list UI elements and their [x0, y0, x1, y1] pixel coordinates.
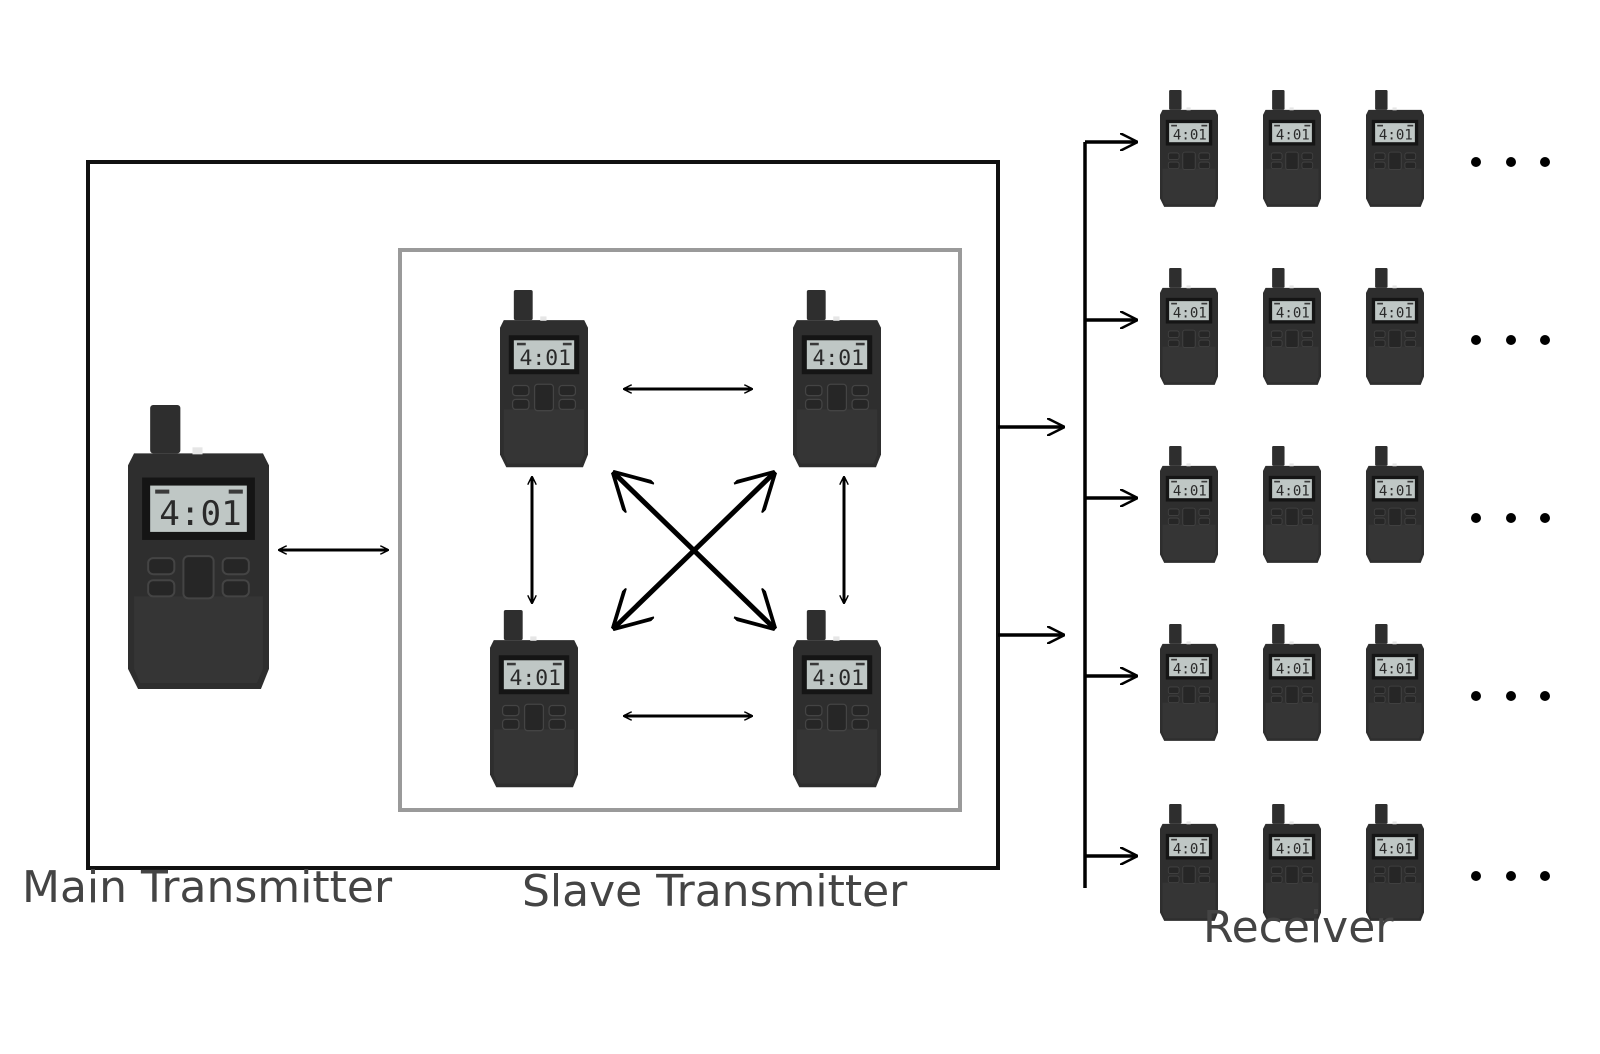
- device-display-text: 4:01: [1173, 305, 1207, 321]
- device-display-text: 4:01: [1379, 841, 1413, 857]
- device-display-text: 4:01: [813, 346, 864, 371]
- receiver-device-icon: 4:01: [1263, 624, 1321, 741]
- ellipsis-icon: [1471, 691, 1550, 701]
- device-display-text: 4:01: [1173, 661, 1207, 677]
- receiver-device-icon: 4:01: [1263, 90, 1321, 207]
- device-display-text: 4:01: [159, 494, 241, 534]
- device-display-text: 4:01: [1379, 127, 1413, 143]
- receiver-device-icon: 4:01: [1160, 90, 1218, 207]
- device-display-text: 4:01: [1379, 305, 1413, 321]
- slave-transmitter-frame: [398, 248, 962, 812]
- receiver-device-icon: 4:01: [1366, 804, 1424, 921]
- receiver-device-icon: 4:01: [1366, 268, 1424, 385]
- receiver-device-icon: 4:01: [1160, 268, 1218, 385]
- receiver-device-icon: 4:01: [1160, 804, 1218, 921]
- slave-transmitter-device-icon: 4:01: [500, 290, 588, 468]
- device-display-text: 4:01: [1173, 483, 1207, 499]
- ellipsis-icon: [1471, 871, 1550, 881]
- receiver-device-icon: 4:01: [1366, 446, 1424, 563]
- device-display-text: 4:01: [1276, 127, 1310, 143]
- device-display-text: 4:01: [1173, 127, 1207, 143]
- device-display-text: 4:01: [1379, 483, 1413, 499]
- main-transmitter-frame: [86, 160, 1000, 870]
- receiver-grid: 4:01 4:01 4:01 4:01 4:01 4:01 4:01 4:01 4:01 4:01…: [1085, 90, 1550, 921]
- receiver-label: Receiver: [1203, 902, 1394, 953]
- device-display-text: 4:01: [1173, 841, 1207, 857]
- main-transmitter-device-icon: 4:01: [128, 405, 269, 690]
- device-display-text: 4:01: [510, 666, 561, 691]
- receiver-device-icon: 4:01: [1263, 268, 1321, 385]
- device-display-text: 4:01: [1276, 841, 1310, 857]
- arrow-layer: [279, 142, 1087, 888]
- receiver-device-icon: 4:01: [1366, 624, 1424, 741]
- device-display-text: 4:01: [1276, 483, 1310, 499]
- receiver-device-icon: 4:01: [1366, 90, 1424, 207]
- slave-transmitter-label: Slave Transmitter: [522, 866, 908, 917]
- slave-transmitter-device-icon: 4:01: [793, 610, 881, 788]
- receiver-device-icon: 4:01: [1263, 446, 1321, 563]
- device-display-text: 4:01: [520, 346, 571, 371]
- device-display-text: 4:01: [1276, 305, 1310, 321]
- arrow-icon: [614, 473, 774, 628]
- device-layer: 4:01 4:01 4:01 4:01 4:01: [128, 290, 881, 788]
- device-display-text: 4:01: [1379, 661, 1413, 677]
- ellipsis-icon: [1471, 335, 1550, 345]
- device-display-text: 4:01: [813, 666, 864, 691]
- receiver-device-icon: 4:01: [1263, 804, 1321, 921]
- ellipsis-icon: [1471, 513, 1550, 523]
- receiver-device-icon: 4:01: [1160, 624, 1218, 741]
- ellipsis-icon: [1471, 157, 1550, 167]
- slave-transmitter-device-icon: 4:01: [490, 610, 578, 788]
- device-display-text: 4:01: [1276, 661, 1310, 677]
- slave-transmitter-device-icon: 4:01: [793, 290, 881, 468]
- receiver-device-icon: 4:01: [1160, 446, 1218, 563]
- main-transmitter-label: Main Transmitter: [22, 862, 393, 913]
